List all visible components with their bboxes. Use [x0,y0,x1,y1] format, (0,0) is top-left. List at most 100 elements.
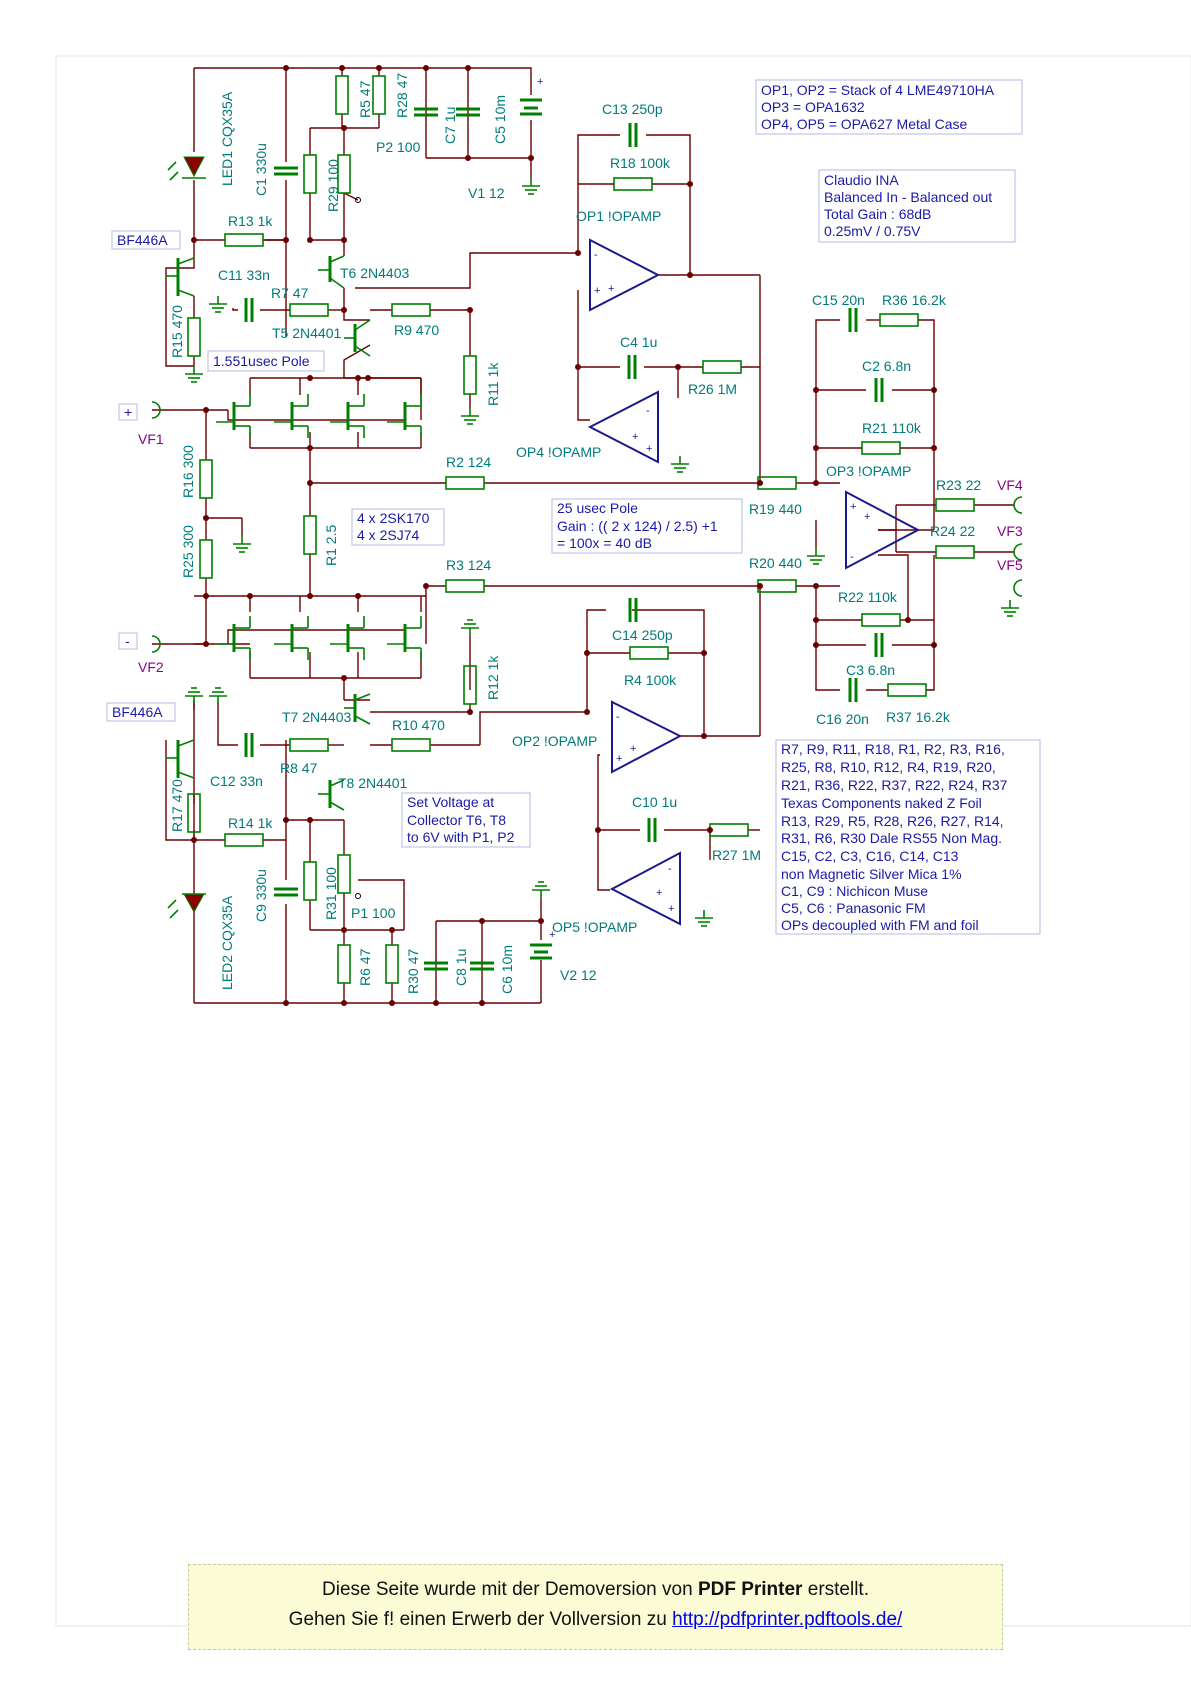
label-r17: R17 470 [169,779,185,832]
label-p1: P1 100 [351,905,396,921]
label-r12: R12 1k [485,655,501,700]
label-c8: C8 1u [453,949,469,986]
svg-text:-: - [594,249,598,261]
title-block-line-3: Total Gain : 68dB [824,206,931,222]
label-r6: R6 47 [357,948,373,986]
net-vf3: VF3 [997,523,1023,539]
svg-text:+: + [632,431,638,443]
label-c12: C12 33n [210,773,263,789]
pole-note: 1.551usec Pole [213,353,310,369]
label-c1: C1 330u [253,143,269,196]
label-c4: C4 1u [620,334,657,350]
label-r15: R15 470 [169,305,185,358]
label-t5: T5 2N4401 [272,325,341,341]
jfet-note-1: 4 x 2SK170 [357,510,430,526]
port-minus: - [125,633,130,649]
label-c13: C13 250p [602,101,663,117]
banner-line-1: Diese Seite wurde mit der Demoversion vo… [189,1579,1002,1601]
banner-line-1-suffix: erstellt. [802,1579,869,1600]
net-vf4: VF4 [997,477,1023,493]
page-frame [55,55,1191,1627]
label-r2: R2 124 [446,454,491,470]
label-t8: T8 2N4401 [338,775,407,791]
label-r19: R19 440 [749,501,802,517]
label-r16: R16 300 [180,445,196,498]
components-note-7: C15, C2, C3, C16, C14, C13 [781,848,959,864]
svg-text:-: - [616,711,620,723]
label-r23: R23 22 [936,477,981,493]
label-c2: C2 6.8n [862,358,911,374]
opamp-pin-signs: - + + - + + + + - - + + - + + + + [537,76,870,941]
label-r26: R26 1M [688,381,737,397]
bf446a-top-box [111,230,181,250]
op2-symbol [611,700,683,774]
svg-text:+: + [594,285,600,297]
components-note-5: R13, R29, R5, R28, R26, R27, R14, [781,813,1004,829]
op-type-note-1: OP1, OP2 = Stack of 4 LME49710HA [761,82,995,98]
voltage-note-box [401,792,531,848]
label-r10: R10 470 [392,717,445,733]
op4-symbol [587,390,659,464]
net-vf2: VF2 [138,659,164,675]
label-c14: C14 250p [612,627,673,643]
op-type-note-box [755,79,1023,135]
op3-symbol [845,490,921,570]
banner-link[interactable]: http://pdfprinter.pdftools.de/ [672,1609,903,1630]
label-r3: R3 124 [446,557,491,573]
label-r20: R20 440 [749,555,802,571]
label-op2: OP2 !OPAMP [512,733,597,749]
port-minus-box [118,632,138,650]
label-r30: R30 47 [405,949,421,994]
components-note-3: R21, R36, R22, R37, R22, R24, R37 [781,777,1008,793]
label-t7: T7 2N4403 [282,709,351,725]
label-r11: R11 1k [485,362,501,406]
label-r37: R37 16.2k [886,709,951,725]
label-c5: C5 10m [492,95,508,144]
label-r13: R13 1k [228,213,273,229]
svg-text:+: + [616,753,622,765]
label-op3: OP3 !OPAMP [826,463,911,479]
svg-text:-: - [646,405,650,417]
banner-line-2: Gehen Sie f! einen Erwerb der Vollversio… [189,1609,1002,1631]
label-r36: R36 16.2k [882,292,947,308]
label-c15: C15 20n [812,292,865,308]
title-block-line-2: Balanced In - Balanced out [824,189,992,205]
label-r27: R27 1M [712,847,761,863]
title-block-line-4: 0.25mV / 0.75V [824,223,921,239]
net-vf5: VF5 [997,557,1023,573]
op5-symbol [609,851,681,926]
label-r9: R9 470 [394,322,439,338]
label-c10: C10 1u [632,794,677,810]
led1-symbol [183,156,205,178]
svg-text:+: + [864,511,870,523]
components-note-10: C5, C6 : Panasonic FM [781,900,926,916]
banner-line-2-prefix: Gehen Sie f! einen Erwerb der Vollversio… [288,1609,673,1630]
wires-top [152,67,1014,644]
label-r4: R4 100k [624,672,677,688]
label-t6: T6 2N4403 [340,265,409,281]
components-note-8: non Magnetic Silver Mica 1% [781,866,962,882]
label-c6: C6 10m [499,945,515,994]
jfet-note-box [351,508,445,546]
voltage-note-1: Set Voltage at [407,794,494,810]
op1-symbol [589,238,661,312]
bf446a-bottom-label: BF446A [112,704,163,720]
led2-symbol [183,893,205,914]
net-vf1: VF1 [138,431,164,447]
svg-text:+: + [646,443,652,455]
label-r1: R1 2.5 [323,525,339,566]
label-r31: R31 100 [323,867,339,920]
svg-text:+: + [850,501,856,513]
label-led2: LED2 CQX35A [219,895,235,990]
title-block-box [818,169,1016,243]
components-note-9: C1, C9 : Nichicon Muse [781,883,928,899]
label-c11: C11 33n [218,267,270,283]
banner-product-name: PDF Printer [697,1579,803,1600]
svg-text:+: + [656,887,662,899]
demo-version-banner: Diese Seite wurde mit der Demoversion vo… [188,1564,1003,1650]
op-type-note-3: OP4, OP5 = OPA627 Metal Case [761,116,968,132]
label-r21: R21 110k [862,420,922,436]
svg-text:-: - [850,551,854,563]
label-c3: C3 6.8n [846,662,895,678]
jfet-note-2: 4 x 2SJ74 [357,527,419,543]
